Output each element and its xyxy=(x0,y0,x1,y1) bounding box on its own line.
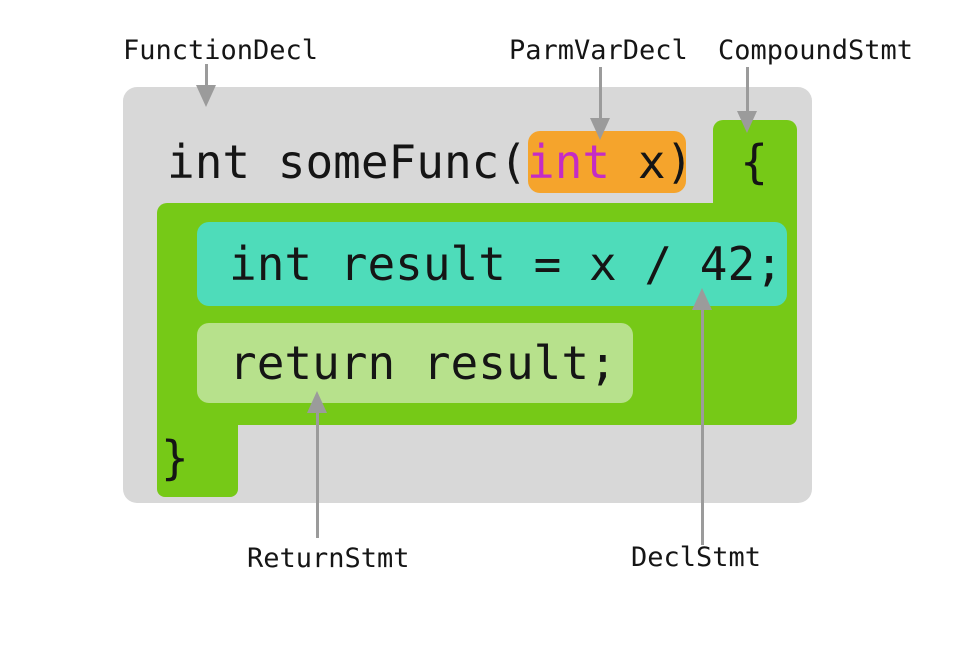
declstmt-highlight xyxy=(197,222,787,306)
compoundstmt-arrow-shaft xyxy=(745,67,749,114)
compoundstmt-region-bottom xyxy=(157,424,238,497)
code-line-returnstmt: return result; xyxy=(229,336,617,390)
declstmt-arrow-icon xyxy=(692,288,712,545)
label-compoundstmt: CompoundStmt xyxy=(718,35,914,66)
compoundstmt-region-top xyxy=(713,120,797,212)
compoundstmt-arrow-head xyxy=(737,111,757,133)
label-returnstmt: ReturnStmt xyxy=(247,543,410,574)
returnstmt-arrow-icon xyxy=(307,391,327,538)
code-open-brace: { xyxy=(740,135,768,189)
declstmt-arrow-head xyxy=(692,288,712,310)
code-close-paren: ) xyxy=(665,135,694,189)
parmvardecl-arrow-shaft xyxy=(598,67,602,121)
returnstmt-arrow-shaft xyxy=(315,411,319,538)
compoundstmt-arrow-icon xyxy=(737,67,757,133)
code-line-signature: int someFunc( int x ) { xyxy=(167,131,768,193)
functiondecl-arrow-head xyxy=(196,85,216,107)
declstmt-arrow-shaft xyxy=(700,308,704,545)
parmvardecl-highlight xyxy=(528,131,686,193)
parmvardecl-arrow-head xyxy=(590,118,610,140)
parmvardecl-arrow-icon xyxy=(590,67,610,140)
returnstmt-highlight xyxy=(197,323,633,403)
code-close-brace: } xyxy=(161,431,189,485)
code-param-type-keyword: int xyxy=(527,135,611,189)
code-signature-prefix: int someFunc( xyxy=(167,135,528,189)
functiondecl-arrow-icon xyxy=(196,64,216,107)
label-functiondecl: FunctionDecl xyxy=(123,35,319,66)
code-line-declstmt: int result = x / 42; xyxy=(229,237,783,291)
functiondecl-arrow-shaft xyxy=(204,64,208,88)
code-param-name: x xyxy=(610,135,666,189)
label-declstmt: DeclStmt xyxy=(631,542,762,573)
label-parmvardecl: ParmVarDecl xyxy=(509,35,688,66)
returnstmt-arrow-head xyxy=(307,391,327,413)
